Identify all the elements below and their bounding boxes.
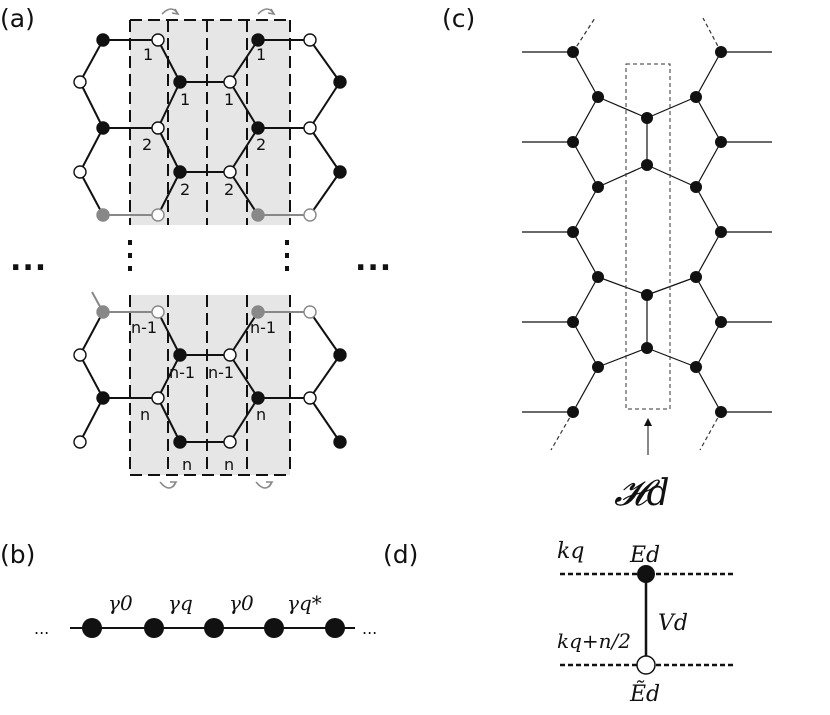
energy-label-top: Ed [629,543,660,568]
coupling-label-vd: Vd [658,611,688,636]
ribbon-gap [130,225,290,295]
chain-ellipsis-right: ... [362,619,377,638]
energy-label-bottom: Ẽd [629,679,660,707]
unit-cell-dashed-lines [129,19,291,476]
site-label: n-1 [208,363,234,382]
panel-label-d: (d) [383,540,418,569]
atoms-bottom [73,305,347,449]
site-label: n [182,455,192,474]
coupling-label: γq* [287,591,322,615]
defect-lattice-atoms [567,46,727,418]
atoms-top [73,33,347,222]
site-label: n-1 [131,318,157,337]
panel-label-a: (a) [0,4,35,33]
pointer-arrowhead [644,418,652,426]
chain-ellipsis-left: ... [34,619,49,638]
panel-label-c: (c) [442,4,475,33]
site-label: 2 [256,135,266,154]
boundary-arrows [159,8,276,489]
defect-site-filled [637,565,655,583]
defect-region-box [625,63,671,410]
defect-lattice-bonds [522,51,772,413]
dashed-edge-bonds [550,17,722,451]
site-label: n [140,405,150,424]
panel-label-b: (b) [0,540,35,569]
coupling-label: γq [168,591,193,615]
honeycomb-bonds-bottom [79,291,341,443]
k-label-top: kq [557,539,584,564]
site-label: n-1 [250,318,276,337]
site-label: 2 [142,135,152,154]
defect-site-open [636,655,656,675]
site-label: n-1 [169,363,195,382]
ellipsis-left: ... [10,243,47,278]
ribbon-shading-bottom [130,295,290,475]
site-label: 1 [180,90,190,109]
k-label-bottom: kq+n/2 [557,629,631,653]
chain-sites [82,618,345,638]
site-label: 1 [224,90,234,109]
site-label: 1 [256,45,266,64]
site-label: n [224,455,234,474]
site-label: 1 [143,45,153,64]
ellipsis-right: ... [355,243,392,278]
site-label: 2 [180,180,190,199]
site-label: n [256,405,266,424]
coupling-label: γ0 [108,591,133,615]
vertical-continuation-dots [128,240,289,271]
hamiltonian-label: 𝓗d [614,473,670,514]
coupling-label: γ0 [229,591,254,615]
site-label: 2 [224,180,234,199]
